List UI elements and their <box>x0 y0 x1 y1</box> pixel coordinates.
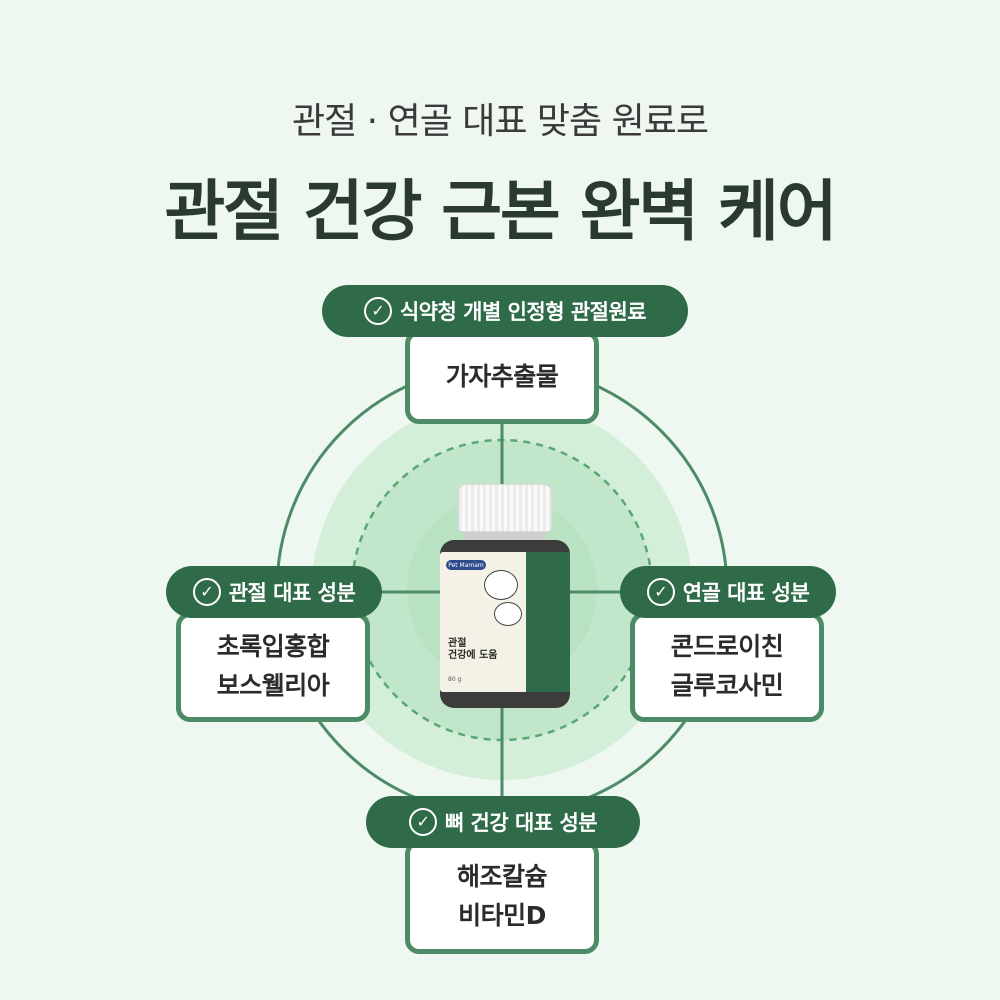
check-circle-icon: ✓ <box>646 578 675 606</box>
jar-product-name: 관절 건강에 도움 <box>448 638 497 662</box>
right-ingredient-1: 콘드로이친 <box>670 632 784 662</box>
dog-illustration-icon <box>484 570 518 600</box>
product-jar: Pet Mamam 관절 건강에 도움 80 g <box>438 484 572 714</box>
check-circle-icon: ✓ <box>363 297 392 325</box>
bottom-ingredient-1: 해조칼슘 <box>456 862 548 892</box>
top-ingredient-box: 가자추출물 <box>405 330 599 424</box>
right-ingredient-box: 콘드로이친 글루코사민 <box>630 612 824 722</box>
top-label-pill: ✓ 식약청 개별 인정형 관절원료 <box>322 285 688 337</box>
right-ingredient-2: 글루코사민 <box>670 671 784 700</box>
page-title: 관절 건강 근본 완벽 케어 <box>164 173 837 250</box>
bottom-label-text: 뼈 건강 대표 성분 <box>444 811 598 835</box>
right-label-pill: ✓ 연골 대표 성분 <box>620 566 836 618</box>
bottom-label-pill: ✓ 뼈 건강 대표 성분 <box>366 796 640 848</box>
check-circle-icon: ✓ <box>408 808 437 836</box>
jar-name-line-1: 관절 <box>448 638 467 649</box>
left-ingredient-box: 초록입홍합 보스웰리아 <box>176 612 370 722</box>
right-label-text: 연골 대표 성분 <box>682 581 810 605</box>
jar-label: Pet Mamam 관절 건강에 도움 80 g <box>440 552 570 692</box>
left-label-pill: ✓ 관절 대표 성분 <box>166 566 382 618</box>
left-ingredient-1: 초록입홍합 <box>216 632 330 662</box>
jar-name-line-2: 건강에 도움 <box>448 650 498 661</box>
page-subtitle: 관절 · 연골 대표 맞춤 원료로 <box>292 101 709 142</box>
check-circle-icon: ✓ <box>192 578 221 606</box>
brand-logo: Pet Mamam <box>446 560 486 570</box>
bottom-ingredient-2: 비타민D <box>458 901 546 930</box>
bottom-ingredient-box: 해조칼슘 비타민D <box>405 840 599 954</box>
jar-weight: 80 g <box>448 676 462 683</box>
top-label-text: 식약청 개별 인정형 관절원료 <box>399 300 647 324</box>
top-ingredient-1: 가자추출물 <box>445 361 559 391</box>
left-ingredient-2: 보스웰리아 <box>216 671 330 700</box>
left-label-text: 관절 대표 성분 <box>228 581 356 605</box>
dog-illustration-icon <box>494 602 522 626</box>
jar-cap <box>458 484 552 532</box>
label-strip <box>526 552 570 692</box>
jar-neck <box>464 532 546 542</box>
